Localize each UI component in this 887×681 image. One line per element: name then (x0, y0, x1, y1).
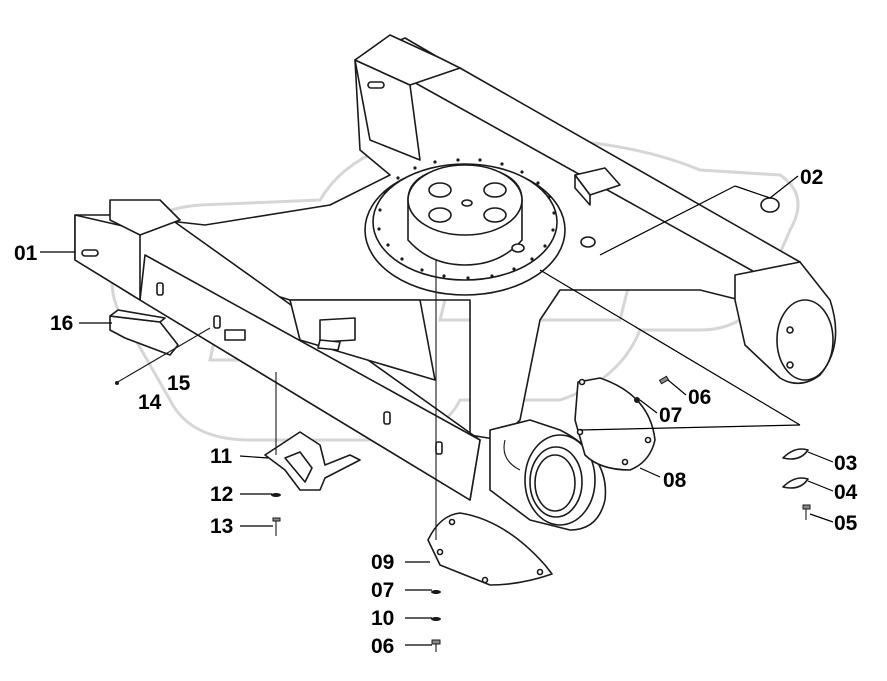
guard-bracket-11 (264, 372, 361, 536)
front-drive-hub (489, 419, 607, 531)
leader-lines (40, 175, 834, 646)
ring-02-mount (580, 236, 596, 248)
label-07-lower: 07 (371, 579, 394, 602)
rear-right-hub (734, 261, 837, 385)
fastener-stack (431, 260, 441, 652)
label-03: 03 (834, 452, 857, 475)
label-16: 16 (50, 312, 73, 335)
label-02: 02 (800, 166, 823, 189)
label-10: 10 (371, 607, 394, 630)
bolt-06-07 (634, 375, 670, 403)
label-05: 05 (834, 512, 858, 535)
drive-cover-08 (574, 377, 656, 471)
label-12: 12 (210, 483, 233, 506)
step-bracket-16 (109, 309, 211, 385)
label-06-lower: 06 (371, 635, 394, 658)
slewing-ring (364, 158, 566, 296)
label-08: 08 (663, 469, 687, 492)
ring-02 (760, 197, 780, 213)
slot (367, 81, 385, 89)
bottom-plate-09 (427, 512, 553, 586)
label-09: 09 (371, 551, 394, 574)
label-01: 01 (14, 242, 38, 265)
shims-bolt (782, 448, 811, 520)
label-11: 11 (210, 445, 233, 468)
callout-labels: 01 02 03 04 05 06 07 08 09 07 10 06 11 1… (14, 166, 858, 658)
label-13: 13 (210, 515, 233, 538)
label-07-upper: 07 (659, 404, 682, 427)
label-14: 14 (138, 391, 162, 414)
label-06-upper: 06 (688, 386, 711, 409)
label-04: 04 (834, 481, 858, 504)
label-15: 15 (167, 372, 191, 395)
